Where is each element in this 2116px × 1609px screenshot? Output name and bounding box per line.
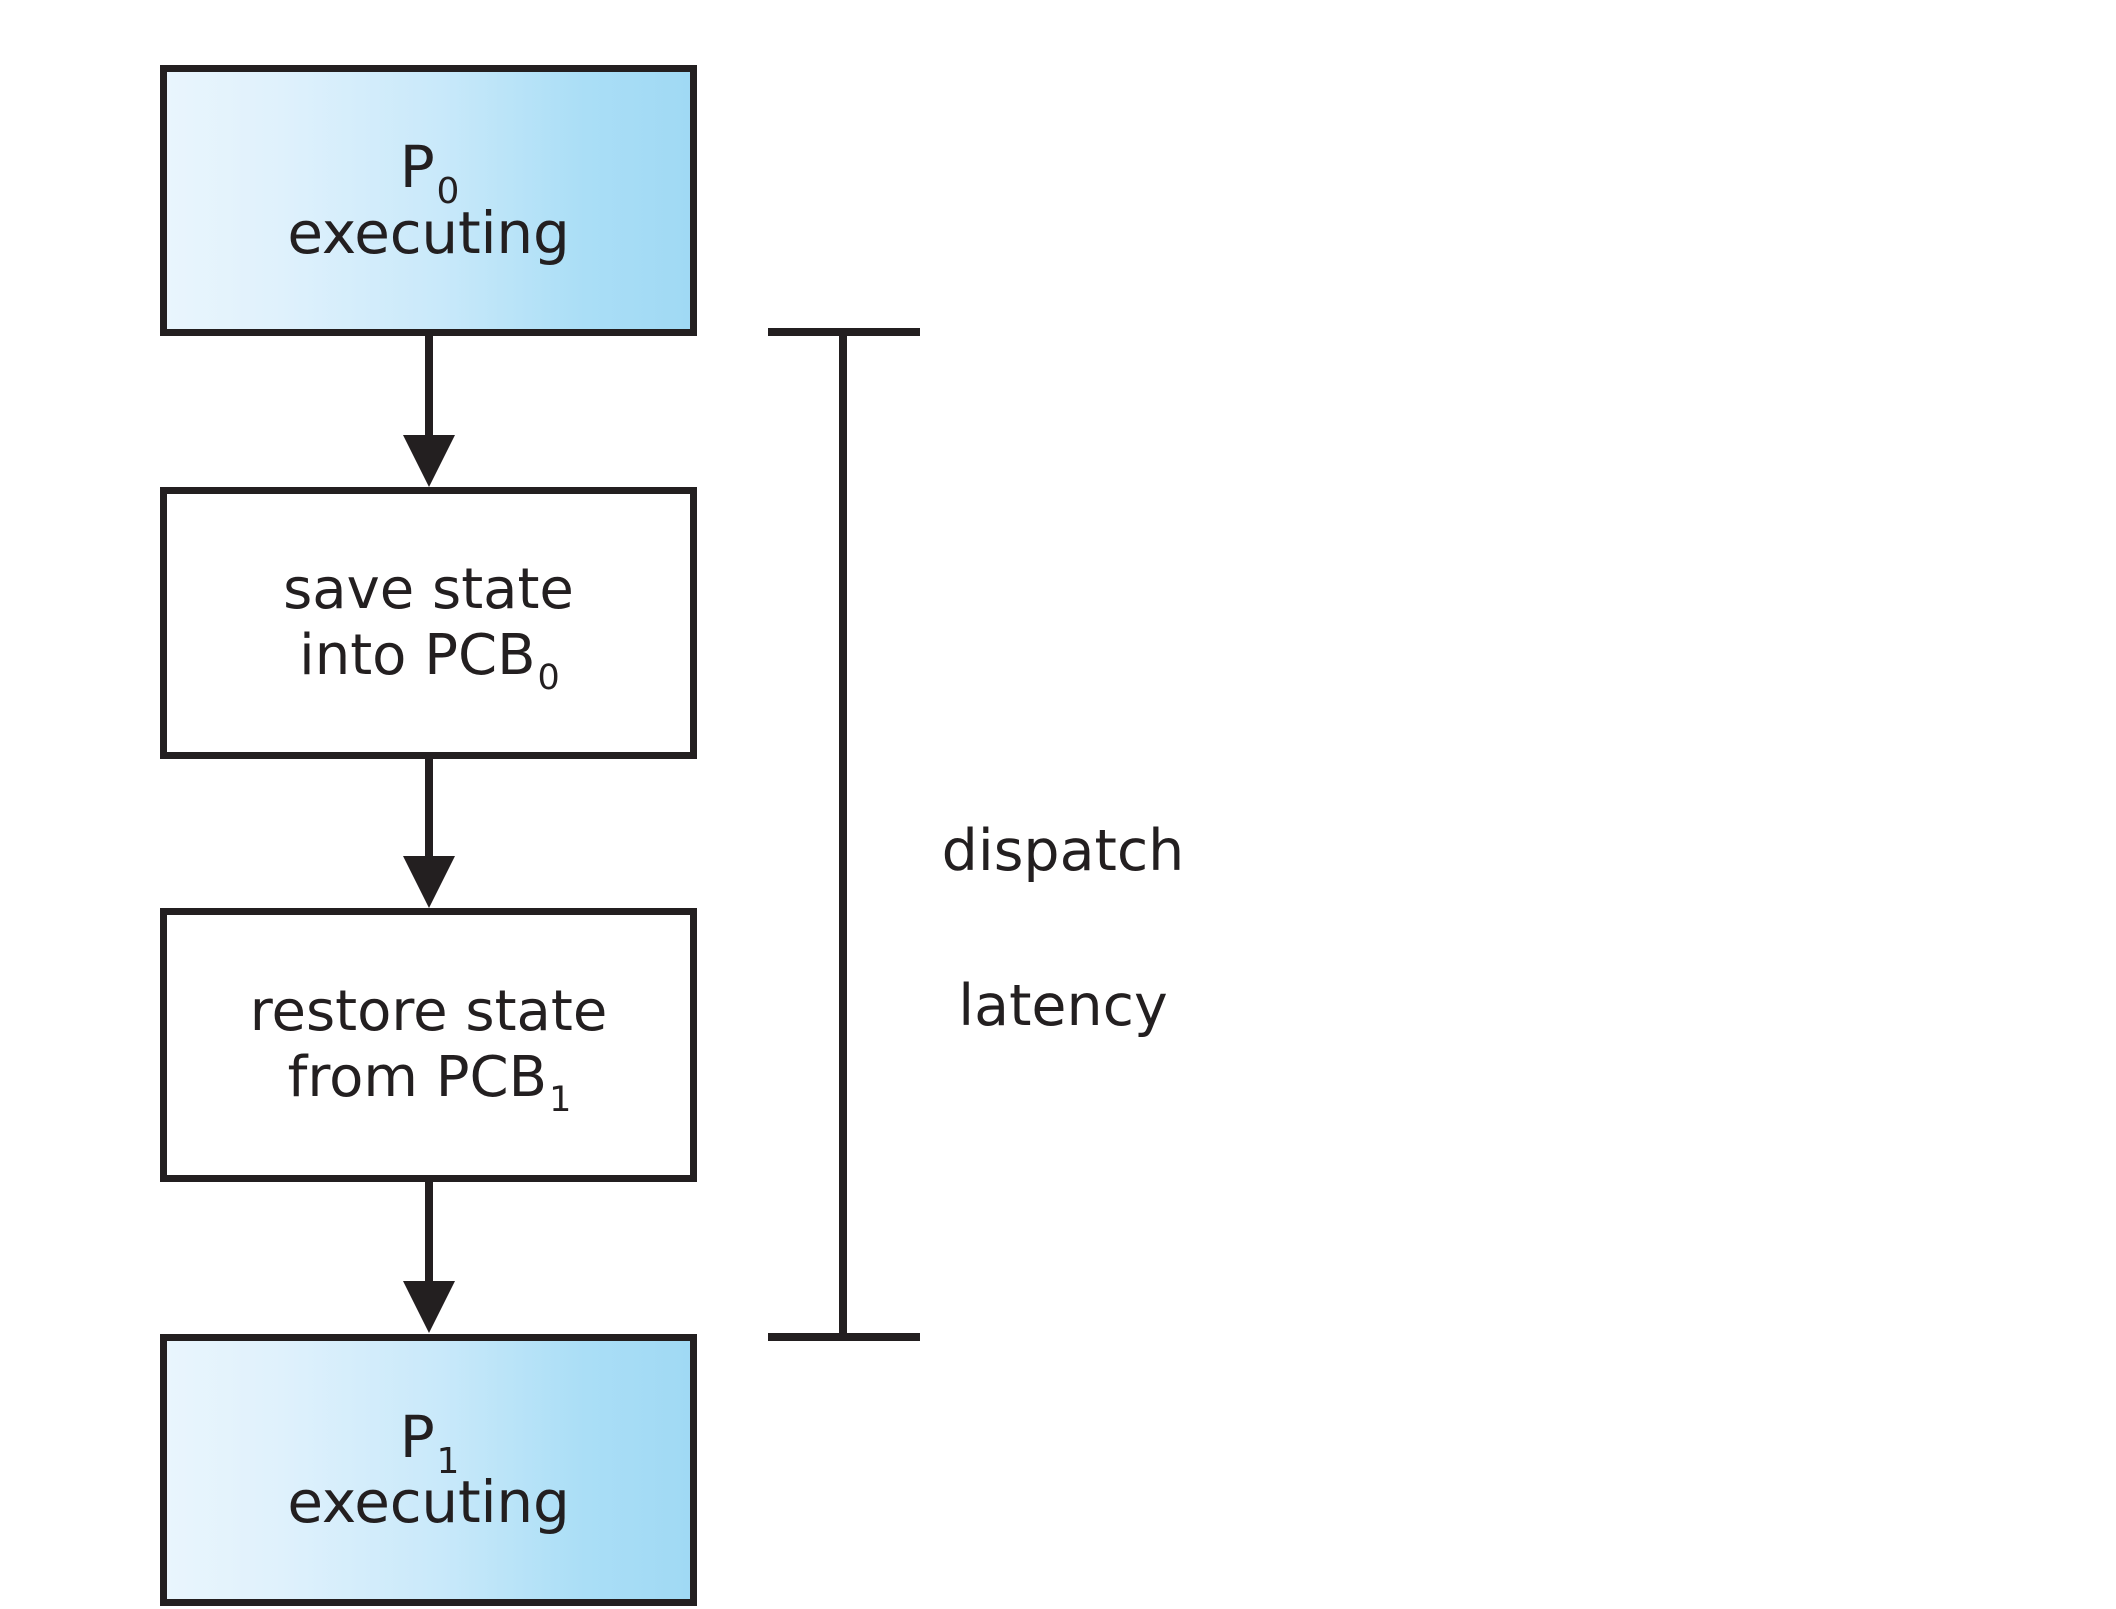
process-box-restore-state: restore state from PCB1	[160, 908, 697, 1182]
dispatch-latency-line-1: dispatch	[941, 817, 1185, 884]
p0-label: P0	[399, 133, 460, 210]
dispatch-latency-bracket	[768, 328, 923, 1346]
save-state-line-2: into PCB0	[299, 623, 560, 698]
restore-state-subscript: 1	[549, 1080, 572, 1120]
p0-letter: P	[399, 133, 435, 202]
restore-state-line-1: restore state	[249, 978, 608, 1044]
process-box-p0-executing: P0 executing	[160, 65, 697, 336]
dispatch-latency-line-2: latency	[958, 972, 1168, 1039]
process-box-save-state: save state into PCB0	[160, 487, 697, 759]
restore-state-line-2: from PCB1	[287, 1045, 572, 1120]
p0-status: executing	[287, 198, 570, 267]
restore-state-text: restore state from PCB1	[249, 978, 608, 1120]
save-state-text: save state into PCB0	[283, 556, 574, 698]
save-state-line-1: save state	[283, 556, 574, 622]
p1-label: P1	[399, 1402, 460, 1479]
save-state-subscript: 0	[537, 658, 560, 698]
p1-letter: P	[399, 1402, 435, 1471]
arrow-p0-to-save-state	[398, 336, 460, 488]
arrow-restore-state-to-p1	[398, 1182, 460, 1334]
p0-subscript: 0	[436, 171, 460, 213]
p1-subscript: 1	[436, 1440, 460, 1482]
arrow-save-state-to-restore-state	[398, 759, 460, 909]
dispatch-latency-label: dispatch latency	[903, 735, 1223, 1123]
p1-status: executing	[287, 1468, 570, 1536]
process-box-p1-executing: P1 executing	[160, 1334, 697, 1606]
